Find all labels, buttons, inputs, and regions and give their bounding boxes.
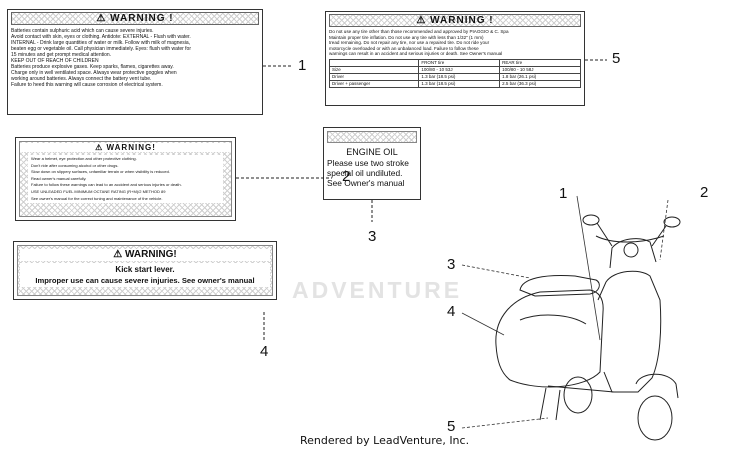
engine-oil-line: special oil undiluted. <box>327 168 403 178</box>
scooter-callout-1: 1 <box>559 185 568 202</box>
tire-warning-title: ⚠ WARNING ! <box>329 14 581 27</box>
scooter-leader-1 <box>576 195 601 341</box>
battery-warning-title: ⚠ WARNING ! <box>11 12 259 25</box>
battery-warning-line: INTERNAL - Drink large quantities of wat… <box>11 40 191 46</box>
scooter-leader-5 <box>461 417 549 429</box>
rider-warning-text: Wear a helmet, eye protection and other … <box>28 155 223 204</box>
battery-warning-line: beaten egg or vegetable oil. Call physic… <box>11 46 191 52</box>
kick-start-warning-title: ⚠ WARNING! <box>20 249 270 261</box>
scooter-leader-4 <box>461 312 505 336</box>
battery-warning-line: working around batteries. Always connect… <box>11 76 152 82</box>
callout-4: 4 <box>260 343 269 360</box>
rider-warning-line: Failure to follow these warnings can lea… <box>31 182 182 188</box>
kick-start-warning-line-1: Kick start lever. <box>115 265 175 274</box>
battery-warning-line: Avoid contact with skin, eyes or clothin… <box>11 34 191 40</box>
tire-warning-text: Do not use any tire other than those rec… <box>329 29 581 57</box>
tire-warning-line: motorcycle overloaded or with an unbalan… <box>329 45 479 51</box>
scooter-callout-2: 2 <box>700 184 709 201</box>
tire-warning-line: tread remaining. Do not repair any tire,… <box>329 40 490 45</box>
engine-oil-line: See Owner's manual <box>327 178 405 188</box>
scooter-callout-3: 3 <box>447 256 456 273</box>
battery-warning-line: Batteries produce explosive gases. Keep … <box>11 64 174 70</box>
callout-3: 3 <box>368 228 377 245</box>
tire-warning-line: Do not use any tire other than those rec… <box>329 29 509 34</box>
tire-table-cell: Driver + passenger <box>328 79 420 88</box>
engine-oil-line: Please use two stroke <box>327 158 409 168</box>
battery-warning-line: 15 minutes and get prompt medical attent… <box>11 52 112 58</box>
warning-triangle-icon: ⚠ <box>416 15 427 26</box>
tire-warning-line: Maintain proper tire inflation. Do not u… <box>329 34 484 40</box>
watermark-text: ADVENTURE <box>292 277 463 303</box>
callout-5: 5 <box>612 50 621 67</box>
battery-warning-decal: ⚠ WARNING ! Batteries contain sulphuric … <box>7 9 263 115</box>
callout-2: 2 <box>342 168 351 185</box>
tire-table-cell: 2.5 bar (36.3 psi) <box>499 79 581 88</box>
footer-credit: Rendered by LeadVenture, Inc. <box>300 434 470 447</box>
tire-warning-decal: ⚠ WARNING ! Do not use any tire other th… <box>325 11 585 106</box>
tire-warning-line: warnings can result in an accident and s… <box>329 51 503 56</box>
kick-start-warning-line-2: Improper use can cause severe injuries. … <box>35 276 255 285</box>
rider-warning-line: Read owner's manual carefully. <box>31 175 87 181</box>
battery-warning-line: KEEP OUT OF REACH OF CHILDREN <box>11 58 99 64</box>
rider-warning-line: Wear a helmet, eye protection and other … <box>31 156 137 161</box>
battery-warning-line: Batteries contain sulphuric acid which c… <box>11 28 154 34</box>
battery-warning-line: Failure to heed this warning will cause … <box>11 82 163 88</box>
battery-warning-line: Charge only in well ventilated space. Al… <box>11 70 177 76</box>
rider-warning-title: ⚠ WARNING! <box>20 143 231 152</box>
engine-oil-header <box>327 131 417 143</box>
scooter-leader-2 <box>659 199 669 261</box>
battery-warning-text: Batteries contain sulphuric acid which c… <box>11 28 259 88</box>
engine-oil-title: ENGINE OIL <box>346 147 398 157</box>
warning-triangle-icon: ⚠ <box>96 13 107 24</box>
rider-warning-decal: ⚠ WARNING! Wear a helmet, eye protection… <box>15 137 236 221</box>
kick-start-warning-decal: ⚠ WARNING! Kick start lever. Improper us… <box>13 241 277 300</box>
rider-warning-line: USE UNLEADED FUEL MINIMUM OCTANE RATING … <box>31 188 166 194</box>
warning-triangle-icon: ⚠ <box>113 249 123 260</box>
scooter-illustration <box>495 214 681 441</box>
scooter-callout-4: 4 <box>447 303 456 320</box>
scooter-leader-3 <box>461 264 531 279</box>
rider-warning-line: Don't ride after consuming alcohol or ot… <box>31 162 119 168</box>
warning-triangle-icon: ⚠ <box>95 143 104 152</box>
rider-warning-line: Slow down on slippery surfaces, unfamili… <box>31 169 170 175</box>
scooter-callout-5: 5 <box>447 418 456 435</box>
rider-warning-line: See owner's manual for the correct tunin… <box>31 195 163 201</box>
callout-1: 1 <box>298 57 307 74</box>
